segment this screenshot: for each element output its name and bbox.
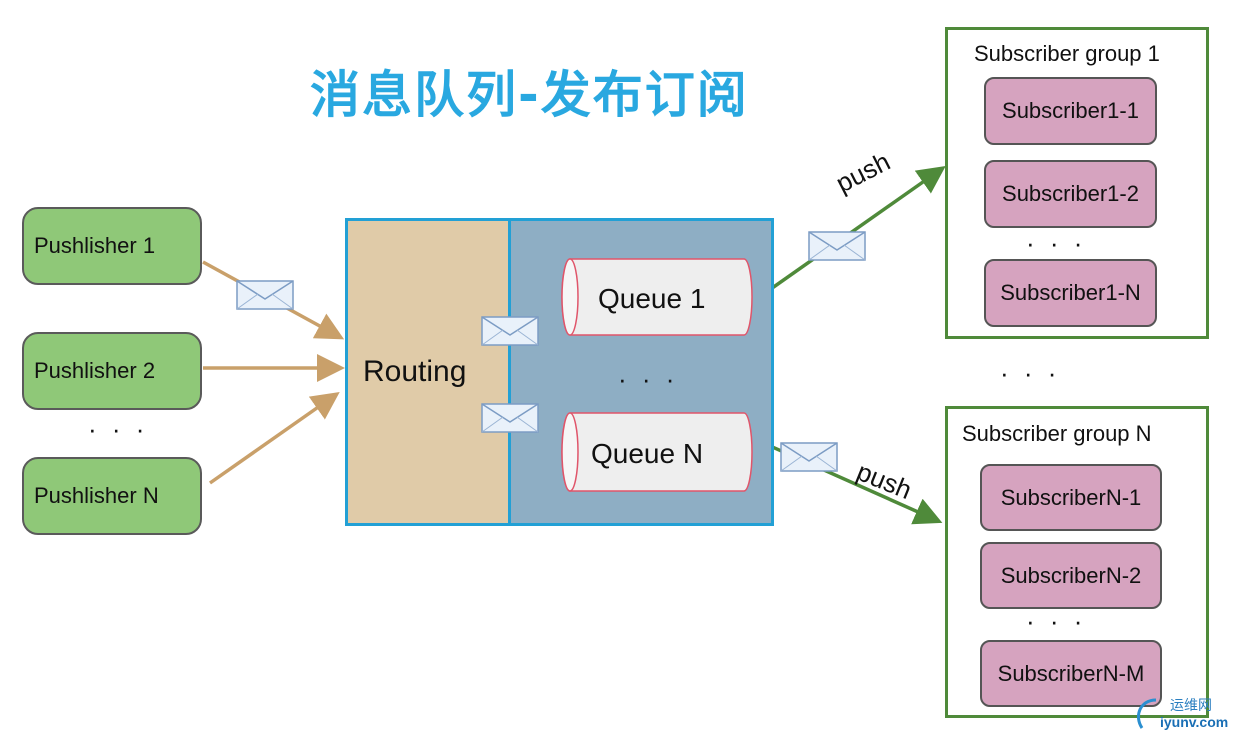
publisher-ellipsis: · · · bbox=[88, 414, 149, 444]
subscriber-label: SubscriberN-2 bbox=[1000, 562, 1142, 588]
subscriber-ellipsis: · · · bbox=[1026, 228, 1087, 258]
subscriber-label: Subscriber1-2 bbox=[1002, 181, 1139, 206]
publisher-label: Pushlisher 1 bbox=[34, 233, 156, 258]
subscriber-box: SubscriberN-M bbox=[980, 640, 1162, 707]
publisher-n: Pushlisher N bbox=[22, 457, 202, 535]
subscriber-label: Subscriber1-N bbox=[1000, 280, 1141, 305]
subscriber-label: SubscriberN-1 bbox=[1000, 484, 1142, 510]
envelope-icon bbox=[780, 442, 838, 472]
subscriber-group-1-title: Subscriber group 1 bbox=[974, 41, 1160, 66]
envelope-icon bbox=[236, 280, 294, 310]
watermark-text: 运维网 bbox=[1170, 697, 1212, 713]
subscriber-ellipsis: · · · bbox=[1026, 606, 1087, 636]
queue-1-cylinder bbox=[561, 258, 753, 336]
arrow-publisherN-routing bbox=[208, 391, 340, 485]
subscriber-group-n-title: Subscriber group N bbox=[962, 421, 1152, 446]
publisher-label: Pushlisher 2 bbox=[34, 358, 156, 383]
publisher-label: Pushlisher N bbox=[34, 483, 159, 508]
envelope-icon bbox=[481, 403, 539, 433]
group-ellipsis: · · · bbox=[1000, 358, 1061, 388]
queue-n-label: Queue N bbox=[591, 438, 704, 469]
envelope-icon bbox=[808, 231, 866, 261]
subscriber-box: Subscriber1-1 bbox=[984, 77, 1157, 145]
routing-label: Routing bbox=[363, 355, 467, 388]
subscriber-label: SubscriberN-M bbox=[997, 660, 1145, 686]
subscriber-box: Subscriber1-2 bbox=[984, 160, 1157, 228]
subscriber-box: Subscriber1-N bbox=[984, 259, 1157, 327]
publisher-2: Pushlisher 2 bbox=[22, 332, 202, 410]
routing-area bbox=[345, 218, 510, 526]
queue-ellipsis: · · · bbox=[618, 364, 679, 394]
subscriber-box: SubscriberN-2 bbox=[980, 542, 1162, 609]
envelope-icon bbox=[481, 316, 539, 346]
subscriber-box: SubscriberN-1 bbox=[980, 464, 1162, 531]
page-title: 消息队列-发布订阅 bbox=[310, 66, 749, 124]
subscriber-label: Subscriber1-1 bbox=[1002, 98, 1139, 123]
queue-n-cylinder bbox=[561, 412, 753, 492]
watermark-url: iyunv.com bbox=[1160, 714, 1229, 730]
watermark-logo-icon bbox=[1137, 698, 1157, 729]
publisher-1: Pushlisher 1 bbox=[22, 207, 202, 285]
queue-1-label: Queue 1 bbox=[598, 283, 706, 314]
